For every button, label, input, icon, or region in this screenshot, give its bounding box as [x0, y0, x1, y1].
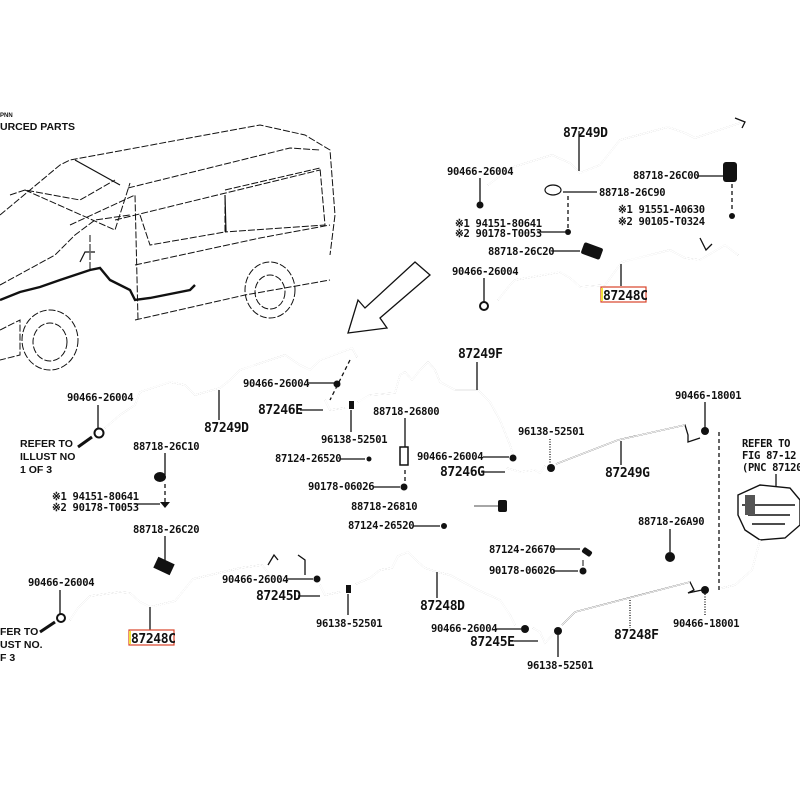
label-clamp-90466-26004-lower: 90466-26004 [452, 266, 518, 278]
label-hose-87245d: 87245D [256, 589, 301, 604]
label-clamp-88718-26c00: 88718-26C00 [633, 170, 699, 182]
label-clamp-90466-26004-center: 90466-26004 [417, 451, 483, 463]
label-alt-nut-1-mid: ※1 94151-80641 [52, 491, 139, 503]
label-tube-87249f: 87249F [458, 347, 503, 362]
label-tube-87248c-bottom[interactable]: 87248C [131, 632, 176, 647]
refer-fig-line-1: REFER TO [742, 438, 790, 450]
mid-center-group: 87249F 88718-26800 87124-26520 90178-060… [275, 347, 546, 532]
note-prefix: PNN [0, 113, 13, 119]
label-clamp-90466-26004: 90466-26004 [447, 166, 513, 178]
label-clamp-90466-18001-bottom: 90466-18001 [673, 618, 739, 630]
label-nut-90178-06026: 90178-06026 [308, 481, 374, 493]
bottom-group: 90466-26004 FER TO UST NO. F 3 87248C 90… [0, 516, 740, 672]
label-clamp-90466-26004-right: 90466-26004 [243, 378, 309, 390]
label-clamp-90466-26004-bottom: 90466-26004 [28, 577, 94, 589]
van-illustration [0, 124, 336, 371]
label-bracket-87124-26670: 87124-26670 [489, 544, 555, 556]
label-clip-96138-52501-right: 96138-52501 [518, 426, 584, 438]
label-clamp-90466-18001: 90466-18001 [675, 390, 741, 402]
label-alt-bolt-1: ※1 91551-A0630 [618, 204, 705, 216]
label-clamp-88718-26810: 88718-26810 [351, 501, 417, 513]
label-clamp-88718-26c90: 88718-26C90 [599, 187, 665, 199]
sourced-parts-note: URCED PARTS [0, 121, 75, 133]
label-hose-87245e: 87245E [470, 635, 515, 650]
label-clamp-90466-26004-mid: 90466-26004 [67, 392, 133, 404]
label-alt-nut-2-mid: ※2 90178-T0053 [52, 502, 139, 514]
label-alt-bolt-2: ※2 90105-T0324 [618, 216, 705, 228]
direction-arrow [347, 261, 431, 334]
fuel-pump-assembly [721, 474, 800, 589]
label-hose-87246g: 87246G [440, 465, 485, 480]
label-tube-87248c-top[interactable]: 87248C [603, 289, 648, 304]
label-clamp-88718-26c20: 88718-26C20 [488, 246, 554, 258]
label-tube-87248f: 87248F [614, 628, 659, 643]
refer-fig-line-2: FIG 87-12 [742, 450, 796, 462]
refer-bottom-line-1: FER TO [0, 626, 38, 638]
label-nut-90178-06026-bottom: 90178-06026 [489, 565, 555, 577]
label-clamp-88718-26a90: 88718-26A90 [638, 516, 704, 528]
mid-left-group: 87249D 90466-26004 REFER TO ILLUST NO 1 … [20, 347, 388, 576]
label-clamp-90466-26004-bmid: 90466-26004 [222, 574, 288, 586]
refer-fig-line-3: (PNC 87120 [742, 462, 800, 474]
label-clip-96138-52501-b2: 96138-52501 [527, 660, 593, 672]
refer-line-2: ILLUST NO [20, 451, 75, 463]
label-alt-nut-2: ※2 90178-T0053 [455, 228, 542, 240]
label-hose-87246e: 87246E [258, 403, 303, 418]
label-tube-87249g: 87249G [605, 466, 650, 481]
label-clamp-90466-26004-bright: 90466-26004 [431, 623, 497, 635]
refer-line-1: REFER TO [20, 438, 73, 450]
label-bracket-87124-26520: 87124-26520 [275, 453, 341, 465]
label-alt-nut-1: ※1 94151-80641 [455, 218, 542, 230]
label-clamp-88718-26800: 88718-26800 [373, 406, 439, 418]
label-tube-87248d: 87248D [420, 599, 465, 614]
label-clamp-88718-26c10: 88718-26C10 [133, 441, 199, 453]
label-clamp-88718-26c20-mid: 88718-26C20 [133, 524, 199, 536]
label-clip-96138-52501: 96138-52501 [321, 434, 387, 446]
label-clip-96138-52501-bottom: 96138-52501 [316, 618, 382, 630]
label-tube-87249d-top: 87249D [563, 126, 608, 141]
label-bracket-87124-26520-b: 87124-26520 [348, 520, 414, 532]
mid-right-group: 96138-52501 87249G 90466-18001 REFER TO … [518, 390, 800, 590]
refer-line-3: 1 OF 3 [20, 464, 52, 476]
top-group: 87249D 90466-26004 88718-26C00 88718-26C… [447, 117, 746, 311]
label-tube-87249d: 87249D [204, 421, 249, 436]
refer-bottom-line-2: UST NO. [0, 639, 43, 651]
refer-bottom-line-3: F 3 [0, 652, 15, 664]
